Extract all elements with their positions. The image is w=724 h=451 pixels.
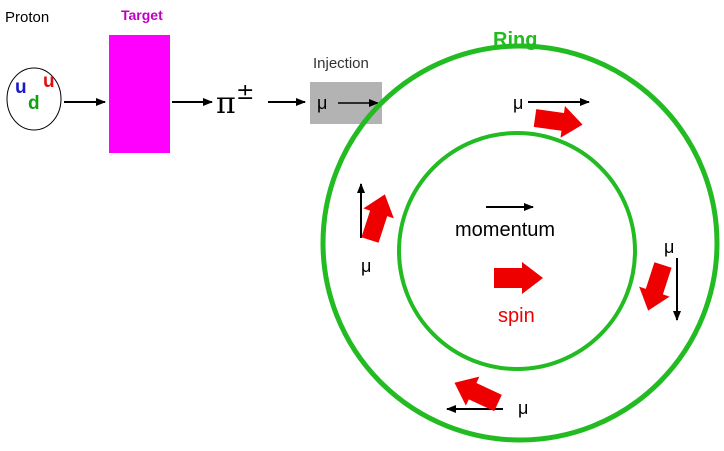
quark-u2: u — [43, 71, 55, 92]
proton-label: Proton — [5, 9, 49, 26]
spin-label: spin — [498, 305, 535, 327]
target-label: Target — [121, 7, 163, 23]
muon-bottom-spin-arrow — [454, 376, 502, 412]
outer-ring — [320, 43, 720, 443]
pion-charge: ± — [236, 80, 254, 105]
quark-d: d — [28, 93, 40, 114]
inner-ring — [397, 131, 637, 371]
muon-right-spin-arrow — [639, 262, 672, 311]
injection-mu-label: μ — [317, 93, 327, 113]
muon-left-spin-arrow — [361, 194, 394, 243]
target-block — [109, 35, 170, 153]
muon-left-label: μ — [361, 256, 371, 276]
pion-symbol: π — [216, 86, 236, 121]
muon-bottom-label: μ — [518, 398, 528, 418]
muon-top-label: μ — [513, 93, 523, 113]
spin-legend-arrow — [494, 262, 543, 294]
muon-top-spin-arrow — [533, 106, 583, 138]
proton-circle — [6, 67, 62, 131]
quark-u1: u — [15, 77, 27, 98]
momentum-label: momentum — [455, 219, 555, 241]
muon-right-label: μ — [664, 237, 674, 257]
injection-label: Injection — [313, 55, 369, 72]
